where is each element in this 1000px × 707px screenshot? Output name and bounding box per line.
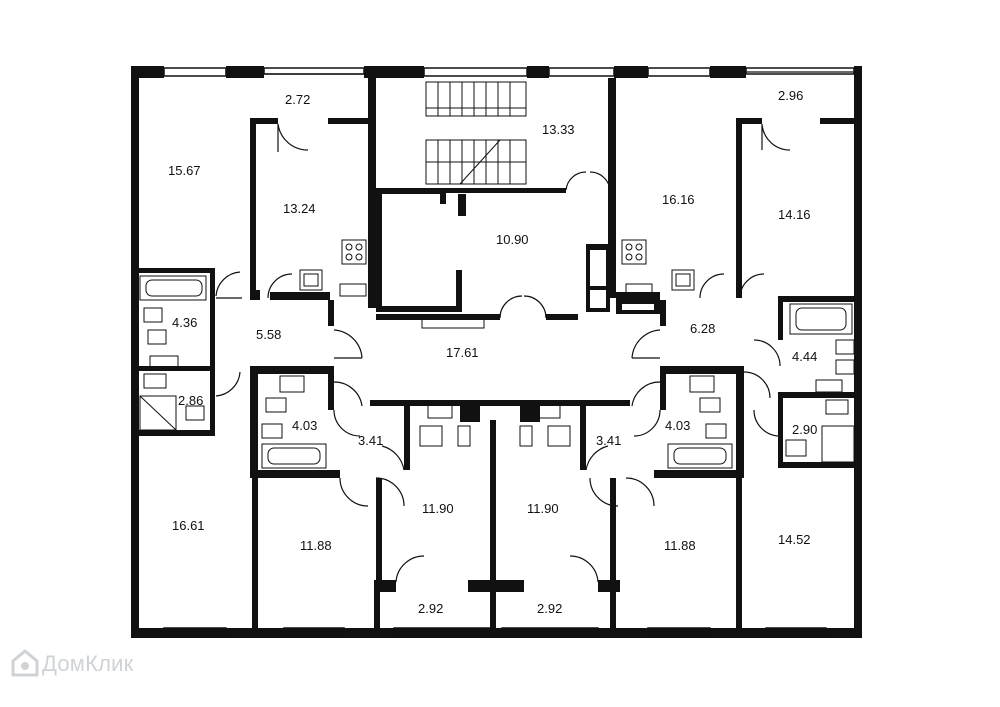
room-area-balcony-1: 2.72 bbox=[285, 92, 310, 107]
room-area-kitchen-1: 13.24 bbox=[283, 201, 316, 216]
fixtures bbox=[139, 239, 855, 469]
room-area-hall-1: 5.58 bbox=[256, 327, 281, 342]
room-area-hall-3: 3.41 bbox=[358, 433, 383, 448]
room-area-bathroom-2: 4.44 bbox=[792, 349, 817, 364]
watermark-text: ДомКлик bbox=[42, 651, 134, 676]
room-area-right-room-top: 14.16 bbox=[778, 207, 811, 222]
room-area-hall-4: 3.41 bbox=[596, 433, 621, 448]
room-area-left-room-bottom: 16.61 bbox=[172, 518, 205, 533]
room-area-room-bottom-2: 11.90 bbox=[422, 501, 454, 516]
balcony-rails bbox=[264, 71, 861, 118]
outer-walls bbox=[131, 66, 862, 638]
room-area-kitchen-2: 16.16 bbox=[662, 192, 695, 207]
room-area-room-bottom-3: 11.90 bbox=[527, 501, 559, 516]
room-area-bathroom-4: 4.03 bbox=[665, 418, 690, 433]
room-area-bathroom-1: 4.36 bbox=[172, 315, 197, 330]
room-area-room-bottom-4: 11.88 bbox=[664, 538, 696, 553]
room-area-left-room-top: 15.67 bbox=[168, 163, 201, 178]
room-area-balcony-4: 2.92 bbox=[537, 601, 562, 616]
room-area-room-bottom-1: 11.88 bbox=[300, 538, 332, 553]
room-area-bathroom-3: 4.03 bbox=[292, 418, 317, 433]
room-area-wc-1: 2.86 bbox=[178, 393, 203, 408]
room-area-right-room-bottom: 14.52 bbox=[778, 532, 811, 547]
room-area-stair-hall: 13.33 bbox=[542, 122, 575, 137]
room-area-balcony-2: 2.96 bbox=[778, 88, 803, 103]
windows bbox=[163, 67, 855, 637]
room-area-elevator-lobby: 10.90 bbox=[496, 232, 529, 247]
area-labels: 15.67 2.72 13.24 13.33 16.16 2.96 14.16 … bbox=[168, 88, 817, 616]
door-swings bbox=[215, 123, 791, 583]
room-area-corridor: 17.61 bbox=[446, 345, 479, 360]
room-area-hall-2: 6.28 bbox=[690, 321, 715, 336]
room-area-balcony-3: 2.92 bbox=[418, 601, 443, 616]
domclick-logo-icon bbox=[11, 649, 39, 677]
room-area-wc-2: 2.90 bbox=[792, 422, 817, 437]
staircase bbox=[425, 81, 527, 185]
